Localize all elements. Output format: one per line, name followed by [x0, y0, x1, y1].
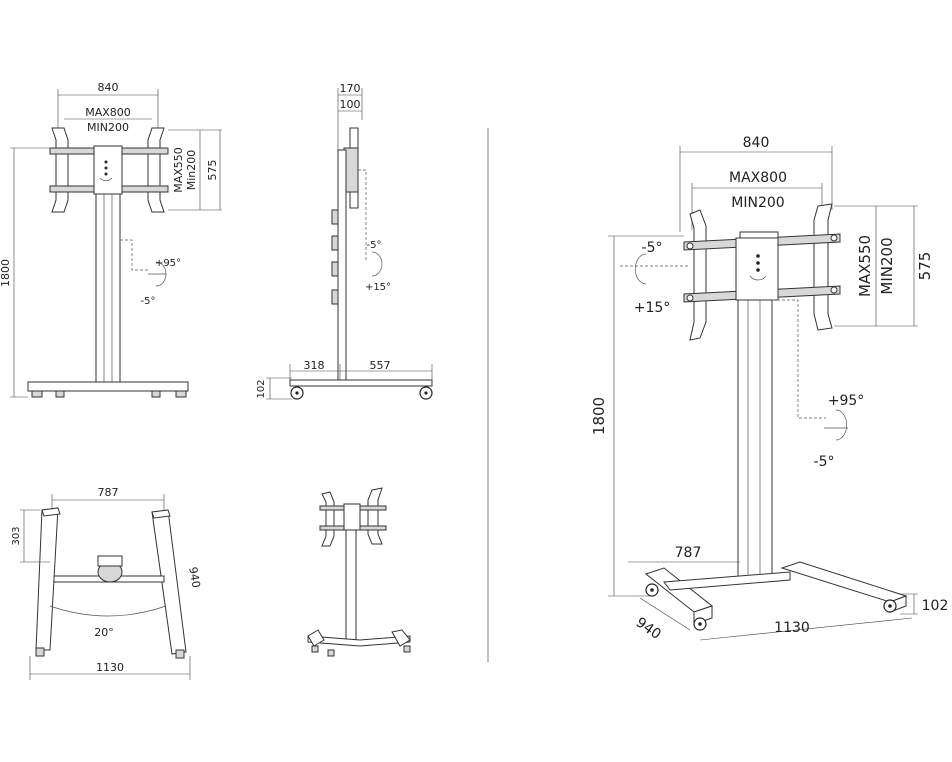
top-angle-label: 20° [94, 626, 114, 639]
iso-vert-min-label: MIN200 [878, 237, 896, 294]
iso-inner-width-label: 787 [675, 545, 702, 561]
front-column [95, 193, 121, 385]
top-leg-length-label: 940 [186, 566, 202, 589]
iso-left-bracket [689, 209, 707, 341]
large-iso-view: 840 MAX800 MIN200 MAX550 MIN200 575 -5° [590, 135, 948, 643]
iso-column [737, 299, 773, 581]
iso-right-foot [780, 561, 908, 603]
right-bracket [147, 127, 165, 213]
front-tilt-down-label: -5° [141, 296, 156, 307]
front-view: 840 MAX800 MIN200 MAX550 Min200 575 [0, 81, 222, 398]
side-tilt-back-label: -5° [367, 240, 382, 251]
iso-wheel-height-label: 102 [922, 598, 949, 614]
iso-tilt-left-top-label: -5° [642, 240, 663, 256]
iso-vert-max-label: MAX550 [856, 235, 874, 297]
center-plate [93, 145, 123, 195]
front-width-label: 840 [98, 81, 119, 94]
iso-max-span-label: MAX800 [729, 170, 787, 186]
small-iso-column [345, 529, 357, 643]
front-vert-min-label: Min200 [185, 150, 198, 191]
iso-right-bracket [813, 203, 833, 331]
iso-min-span-label: MIN200 [731, 195, 784, 211]
iso-tilt-left-bottom-label: +15° [634, 300, 671, 316]
front-vert-max-label: MAX550 [172, 147, 185, 193]
side-base-front-label: 318 [304, 359, 325, 372]
top-view: 787 20° 303 940 1130 [11, 486, 203, 680]
side-view: 170 100 -5° +15° 318 557 102 [256, 82, 433, 400]
top-inner-width-label: 787 [98, 486, 119, 499]
side-tilt-forward-label: +15° [365, 282, 391, 293]
side-wheel-height-label: 102 [256, 379, 267, 398]
left-bracket [51, 127, 69, 213]
side-base-rear-label: 557 [370, 359, 391, 372]
side-depth-total-label: 170 [340, 82, 361, 95]
iso-height-label: 1800 [590, 397, 608, 435]
front-tilt-up-label: +95° [155, 258, 181, 269]
front-max-span-label: MAX800 [85, 106, 131, 119]
top-leg-offset-label: 303 [11, 526, 22, 545]
iso-crossbar [663, 571, 791, 591]
small-iso-view [307, 487, 411, 657]
iso-tilt-up-label: +95° [828, 393, 865, 409]
side-column [337, 149, 347, 383]
front-bracket-height-label: 575 [206, 160, 219, 181]
side-depth-mount-label: 100 [340, 98, 361, 111]
iso-outer-width-label: 1130 [774, 620, 810, 636]
iso-depth-label: 940 [633, 615, 664, 643]
iso-width-label: 840 [743, 135, 770, 151]
front-min-span-label: MIN200 [87, 121, 129, 134]
iso-tilt-down-label: -5° [814, 454, 835, 470]
side-base [289, 379, 433, 387]
front-height-label: 1800 [0, 259, 12, 287]
front-base [27, 381, 189, 392]
top-outer-width-label: 1130 [96, 661, 124, 674]
iso-bracket-height-label: 575 [916, 252, 934, 281]
